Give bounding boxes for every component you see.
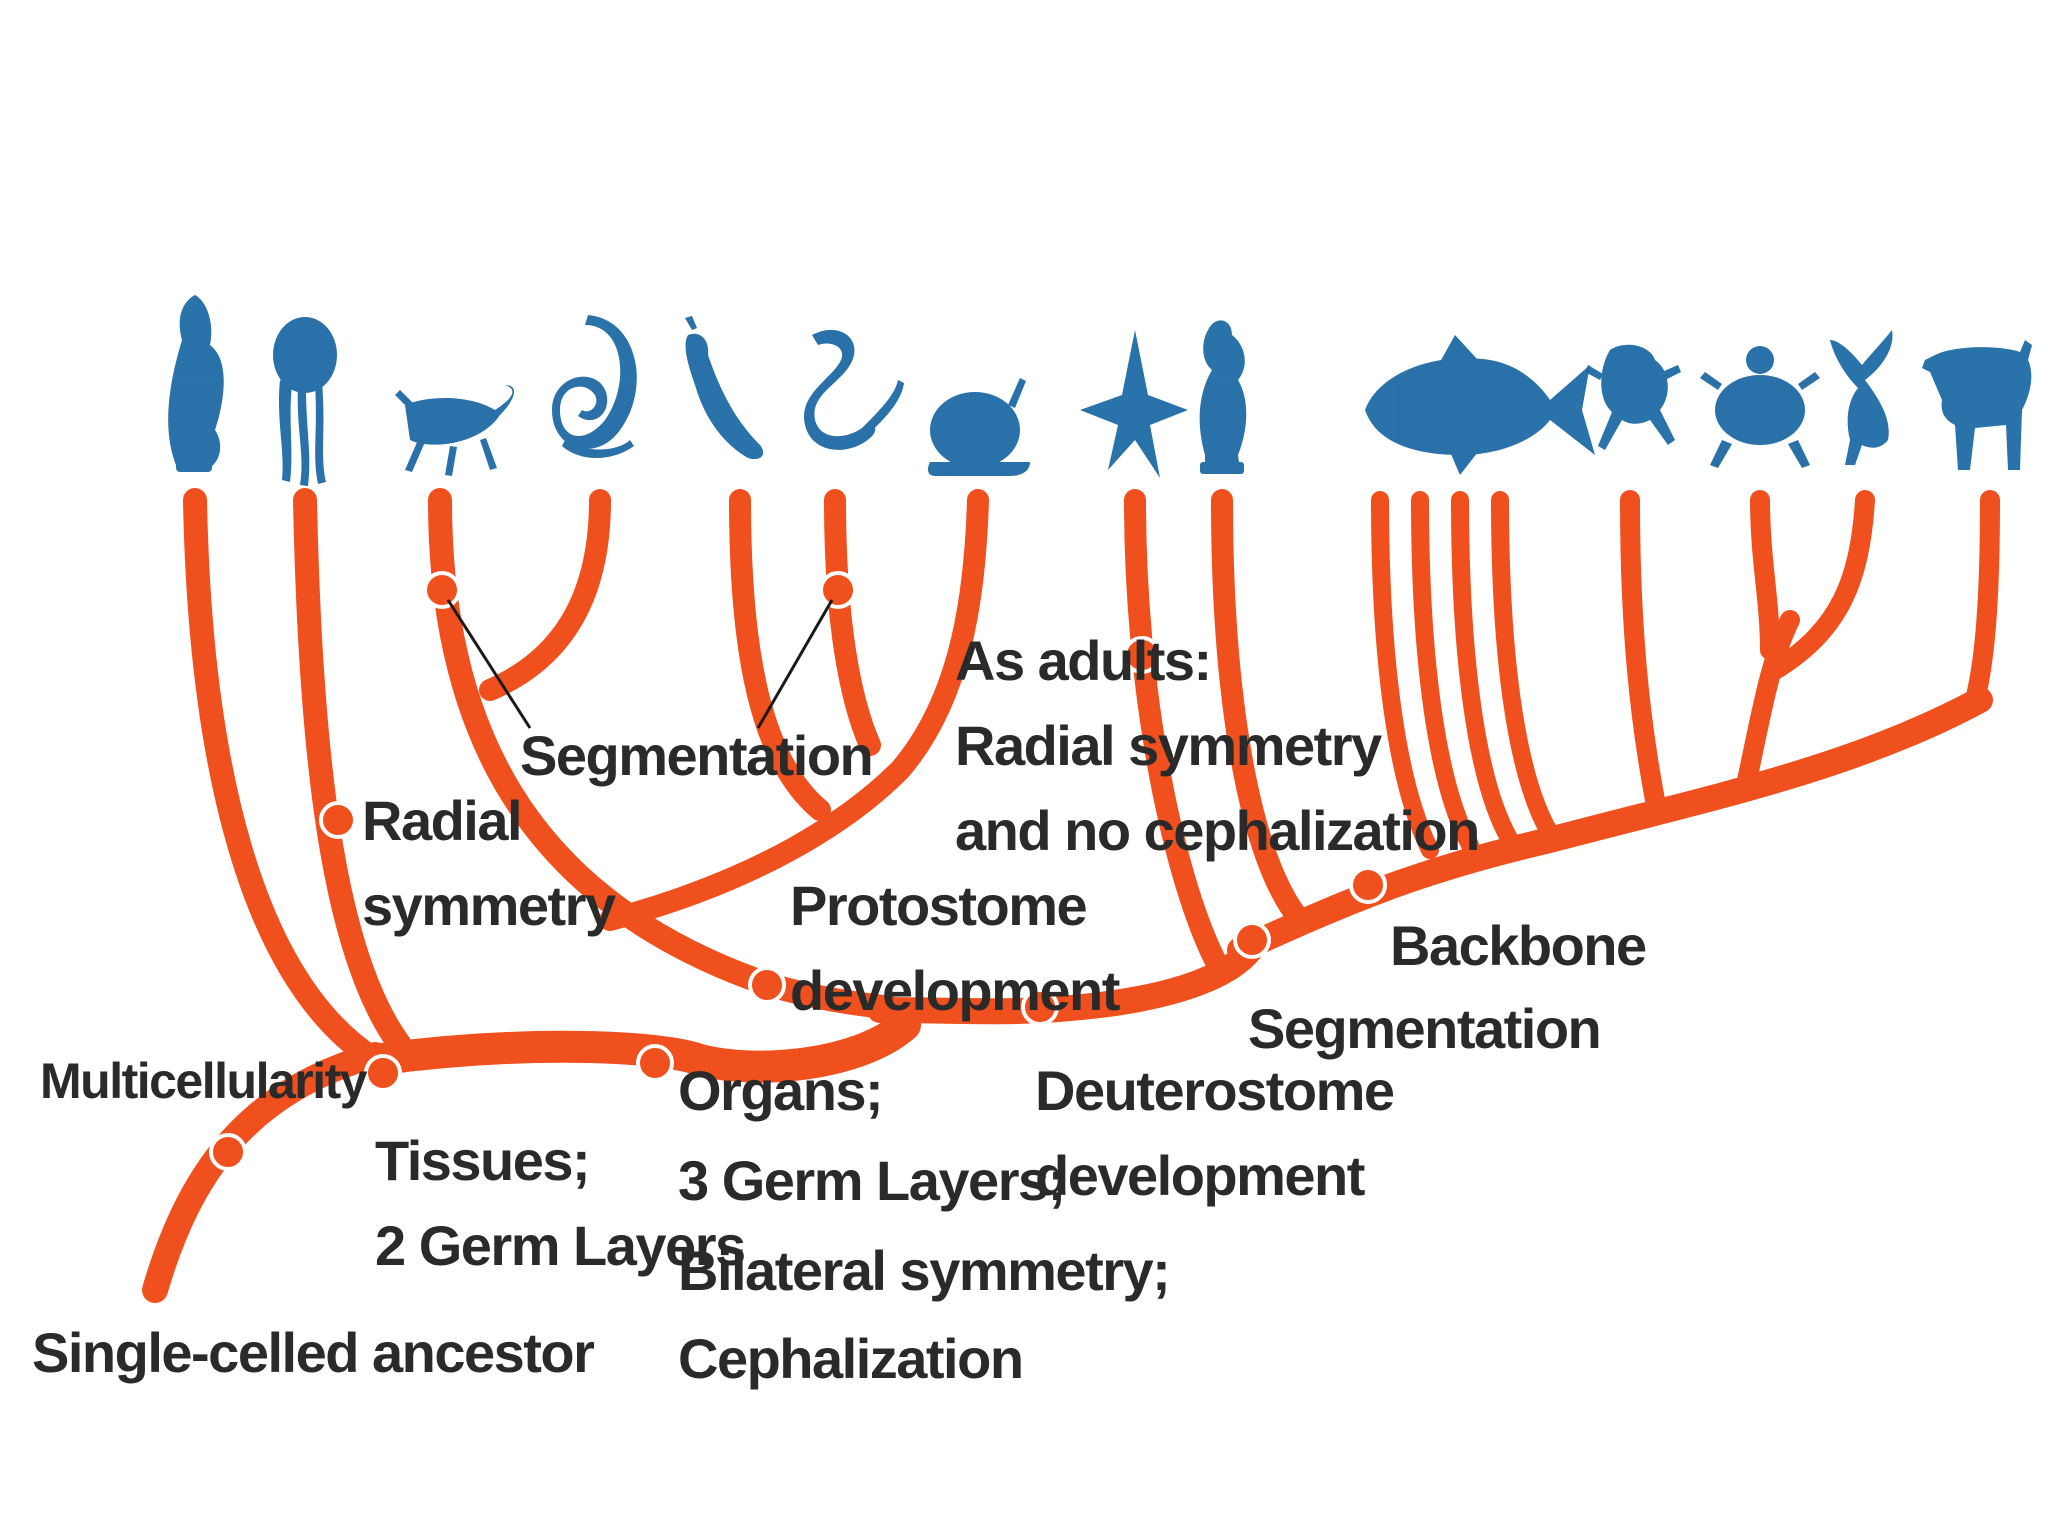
label-radial-line1: Radial	[362, 789, 521, 852]
node-segmentation-arthropod	[423, 571, 461, 609]
branch-fish-2	[1411, 491, 1479, 854]
label-deuterostome-line1: Deuterostome	[1035, 1059, 1394, 1122]
label-organs-line1: Organs;	[678, 1059, 882, 1122]
branch-deuterostome-main	[1227, 687, 1993, 963]
label-multicellularity: Multicellularity	[40, 1053, 368, 1109]
branch-roundworm	[479, 489, 611, 701]
branch-bird	[1765, 490, 1875, 680]
label-segmentation-chordate: Segmentation	[1248, 997, 1600, 1060]
node-backbone	[1349, 866, 1387, 904]
branch-cow	[1965, 490, 2000, 710]
branch-sea-squirt	[1211, 489, 1311, 931]
trait-labels: Single-celled ancestor Multicellularity …	[32, 629, 1647, 1390]
node-segmentation-chordate	[1233, 921, 1271, 959]
label-protostome-line2: development	[790, 959, 1120, 1022]
label-organs-line2: 3 Germ Layers;	[678, 1149, 1065, 1212]
node-tissues	[364, 1054, 402, 1092]
branch-fish-3	[1451, 491, 1519, 849]
branch-flatworm	[729, 489, 831, 821]
node-adults-radial	[1123, 636, 1161, 674]
node-organs	[636, 1044, 674, 1082]
leader-line-left	[446, 599, 532, 729]
sea-star-icon	[1080, 330, 1188, 478]
label-segmentation-protostome: Segmentation	[520, 724, 872, 787]
snail-icon	[927, 378, 1030, 476]
branch-sponge	[183, 488, 387, 1072]
node-segmentation-annelid	[819, 571, 857, 609]
branch-lophotrochozoa	[599, 489, 989, 931]
leader-line-right	[756, 599, 834, 729]
label-adults-line2: Radial symmetry	[955, 714, 1382, 777]
tree-branches	[142, 488, 2000, 1303]
label-single-celled-ancestor: Single-celled ancestor	[32, 1321, 594, 1384]
label-protostome-line1: Protostome	[790, 874, 1087, 937]
label-tissues-line2: 2 Germ Layers	[375, 1214, 745, 1277]
node-deuterostome	[1021, 988, 1059, 1026]
frog-icon	[1585, 344, 1681, 450]
turtle-icon	[1700, 346, 1820, 468]
label-organs-line4: Cephalization	[678, 1327, 1023, 1390]
label-tissues-line1: Tissues;	[375, 1129, 589, 1192]
label-organs-line3: Bilateral symmetry;	[678, 1239, 1169, 1302]
branch-sea-star	[1124, 489, 1226, 971]
flatworm-icon	[685, 316, 764, 460]
roundworm-icon	[552, 315, 637, 458]
branch-annelid	[824, 489, 881, 756]
node-radial-symmetry	[319, 801, 357, 839]
label-radial-line2: symmetry	[362, 874, 616, 937]
node-protostome	[748, 966, 786, 1004]
segmentation-leader-lines	[446, 599, 834, 729]
branch-bilateria-main	[359, 1009, 921, 1083]
branch-jellyfish	[293, 488, 412, 1057]
branch-amniote	[1735, 610, 1800, 800]
branch-turtle	[1750, 490, 1780, 660]
branch-fish-1	[1371, 491, 1439, 859]
sponge-icon	[168, 295, 224, 472]
label-backbone: Backbone	[1390, 914, 1646, 977]
label-adults-line1: As adults:	[955, 629, 1211, 692]
fish-icon	[1365, 335, 1595, 475]
animal-silhouettes	[168, 295, 2032, 486]
branch-fish-4	[1491, 491, 1557, 839]
bird-icon	[1830, 330, 1893, 465]
node-multicellularity	[209, 1133, 247, 1171]
label-adults-line3: and no cephalization	[955, 799, 1479, 862]
branch-frog	[1620, 490, 1665, 810]
arthropod-icon	[395, 385, 515, 476]
cow-icon	[1922, 340, 2032, 470]
segmented-worm-icon	[804, 329, 904, 450]
branch-to-deuterostomes	[867, 937, 1263, 1025]
sea-squirt-icon	[1199, 320, 1247, 474]
jellyfish-icon	[273, 317, 337, 486]
label-deuterostome-line2: development	[1035, 1144, 1365, 1207]
trait-nodes	[209, 571, 1387, 1171]
